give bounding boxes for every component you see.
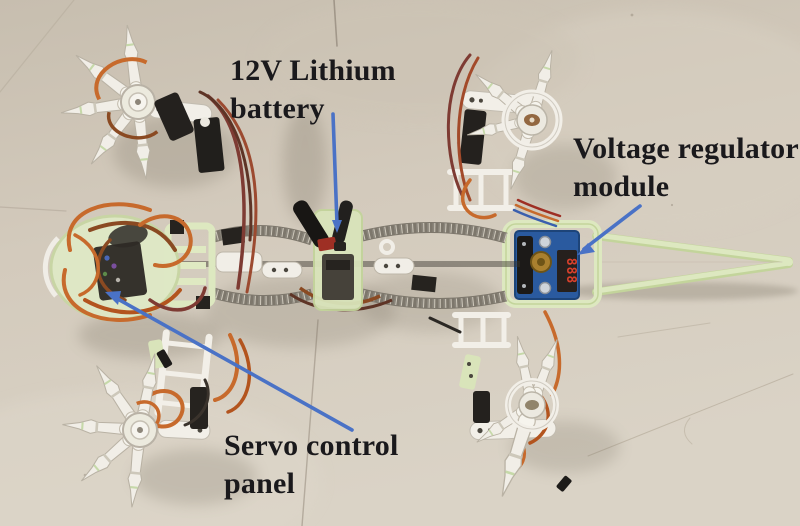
leg-front-left	[59, 23, 258, 294]
lithium-battery	[293, 200, 353, 252]
voltage-regulator-pointer-line	[577, 204, 642, 255]
voltage-label-line2: module	[573, 170, 670, 203]
wheel-foot	[473, 334, 564, 500]
spine-assembly	[160, 220, 520, 312]
servo-label-line2: panel	[224, 467, 296, 500]
voltage-regulator-annotation-label: Voltage regulator module	[573, 130, 799, 206]
regulator-display-value: 888	[563, 258, 578, 284]
voltage-regulator-board: 888	[514, 230, 580, 300]
leg-rear-left	[61, 333, 252, 509]
servo-panel-pointer-line	[105, 291, 354, 432]
leg-front-right	[446, 48, 563, 228]
battery-label-line2: battery	[230, 92, 325, 125]
voltage-label-line1: Voltage regulator	[573, 132, 799, 165]
tail-frame	[502, 220, 793, 308]
battery-label-line1: 12V Lithium	[230, 54, 396, 87]
star-foot	[61, 351, 163, 509]
annotation-pointers	[105, 112, 642, 432]
servo-panel-annotation-label: Servo control panel	[224, 427, 399, 503]
head-wire-bundle	[61, 202, 207, 322]
leg-wires	[198, 90, 258, 294]
battery-assembly	[293, 200, 363, 311]
battery-annotation-label: 12V Lithium battery	[230, 52, 396, 128]
battery-pointer-line	[331, 112, 342, 233]
wheel-foot	[465, 48, 563, 192]
leg-rear-right	[428, 310, 572, 500]
head-assembly	[42, 202, 207, 322]
leg-wires	[446, 53, 562, 228]
servo-control-panel-board	[92, 224, 148, 301]
star-foot	[59, 23, 194, 181]
servo-label-line1: Servo control	[224, 429, 399, 462]
